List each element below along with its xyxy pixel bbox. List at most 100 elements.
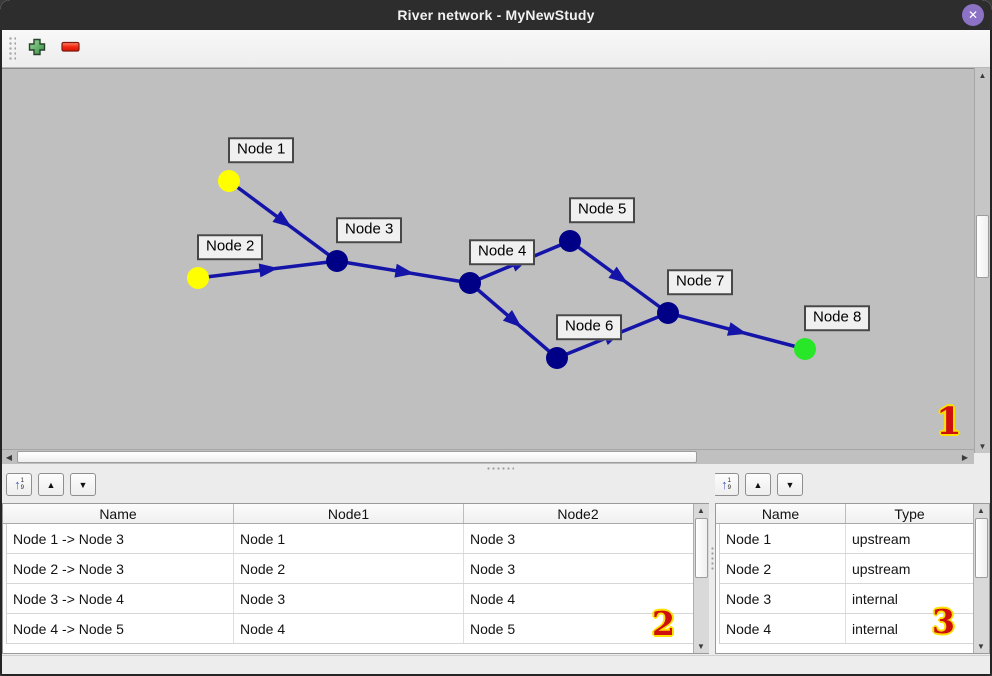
table-row[interactable]: Node 1 upstream: [716, 524, 989, 554]
river-network-svg: [187, 170, 816, 369]
arrow-down-icon: ▼: [697, 642, 705, 651]
remove-node-button[interactable]: [58, 36, 84, 62]
table-cell[interactable]: internal: [852, 590, 898, 607]
table-cell[interactable]: Node 2: [720, 554, 846, 583]
graph-node-node-8[interactable]: [794, 338, 816, 360]
window-border-left: [0, 30, 2, 676]
edge-arrow-icon: [502, 309, 522, 328]
edge-arrow-icon: [258, 263, 279, 278]
table-cell[interactable]: Node 2: [234, 554, 464, 583]
table-cell[interactable]: Node 1: [720, 524, 846, 553]
vertical-scroll-thumb[interactable]: [976, 215, 989, 278]
edge-arrow-icon: [509, 257, 531, 272]
graph-node-node-1[interactable]: [218, 170, 240, 192]
arrow-down-icon: ▼: [78, 479, 88, 490]
scroll-down-button[interactable]: ▼: [974, 640, 988, 653]
table-cell[interactable]: internal: [852, 620, 898, 637]
close-icon: ✕: [967, 8, 979, 22]
table-cell[interactable]: Node 2 -> Node 3: [7, 554, 234, 583]
scroll-up-button[interactable]: ▲: [694, 504, 708, 517]
arrow-up-icon: ▲: [697, 506, 705, 515]
graph-node-node-5[interactable]: [559, 230, 581, 252]
arrow-left-icon: ◀: [5, 452, 13, 462]
table-cell[interactable]: Node 3: [720, 584, 846, 613]
link-table-scrollbar[interactable]: ▲ ▼: [693, 504, 709, 653]
scroll-right-button[interactable]: ▶: [958, 450, 972, 464]
table-cell[interactable]: Node 1 -> Node 3: [7, 524, 234, 553]
vertical-scroll-thumb[interactable]: [975, 518, 988, 578]
arrow-up-icon: ▲: [977, 506, 985, 515]
edge-arrow-icon: [608, 266, 628, 284]
column-header[interactable]: Name: [3, 504, 234, 523]
scroll-up-button[interactable]: ▲: [975, 68, 990, 82]
table-cell[interactable]: Node 3: [470, 530, 516, 547]
graph-node-node-6[interactable]: [546, 347, 568, 369]
graph-node-node-4[interactable]: [459, 272, 481, 294]
graph-node-node-7[interactable]: [657, 302, 679, 324]
table-cell[interactable]: Node 3: [470, 560, 516, 577]
table-cell[interactable]: upstream: [852, 530, 911, 547]
vertical-splitter[interactable]: [709, 472, 715, 654]
scroll-down-button[interactable]: ▼: [975, 439, 990, 453]
table-cell[interactable]: Node 1: [234, 524, 464, 553]
edge-arrow-icon: [726, 322, 748, 336]
column-header[interactable]: Node2: [557, 505, 599, 522]
scroll-up-button[interactable]: ▲: [974, 504, 988, 517]
graph-node-node-2[interactable]: [187, 267, 209, 289]
horizontal-scroll-thumb[interactable]: [17, 451, 697, 463]
canvas-vertical-scrollbar[interactable]: ▲ ▼: [974, 68, 990, 453]
titlebar[interactable]: River network - MyNewStudy ✕: [0, 0, 992, 30]
move-node-up-button[interactable]: ▲: [745, 473, 771, 496]
table-cell[interactable]: Node 4: [720, 614, 846, 643]
scroll-left-button[interactable]: ◀: [2, 450, 16, 464]
arrow-up-icon: ▲: [753, 479, 763, 490]
toolbar-grip-handle[interactable]: [8, 35, 16, 62]
table-cell[interactable]: Node 4 -> Node 5: [7, 614, 234, 643]
arrow-right-icon: ▶: [961, 452, 969, 462]
table-row[interactable]: Node 2 upstream: [716, 554, 989, 584]
row-gutter: [716, 524, 720, 644]
table-row[interactable]: Node 3 internal: [716, 584, 989, 614]
table-row[interactable]: Node 4 internal: [716, 614, 989, 644]
table-cell[interactable]: Node 4: [470, 590, 516, 607]
column-header[interactable]: Node1: [234, 504, 464, 523]
edge-arrow-icon: [272, 210, 292, 228]
table-cell[interactable]: Node 4: [234, 614, 464, 643]
column-header[interactable]: Name: [716, 504, 846, 523]
move-node-down-button[interactable]: ▼: [777, 473, 803, 496]
column-header[interactable]: Type: [894, 505, 925, 522]
graph-node-node-3[interactable]: [326, 250, 348, 272]
window-title: River network - MyNewStudy: [397, 7, 595, 23]
add-node-button[interactable]: [24, 36, 50, 62]
vertical-scroll-thumb[interactable]: [695, 518, 708, 578]
move-link-down-button[interactable]: ▼: [70, 473, 96, 496]
table-cell[interactable]: Node 5: [470, 620, 516, 637]
table-cell[interactable]: Node 3 -> Node 4: [7, 584, 234, 613]
table-cell[interactable]: upstream: [852, 560, 911, 577]
edge-arrow-icon: [602, 331, 623, 345]
canvas-horizontal-scrollbar[interactable]: ◀ ▶: [2, 449, 974, 464]
scroll-down-button[interactable]: ▼: [694, 640, 708, 653]
close-button[interactable]: ✕: [962, 4, 984, 26]
horizontal-splitter[interactable]: [2, 464, 990, 472]
move-link-up-button[interactable]: ▲: [38, 473, 64, 496]
node-table-scrollbar[interactable]: ▲ ▼: [973, 504, 989, 653]
table-cell[interactable]: Node 3: [234, 584, 464, 613]
arrow-down-icon: ▼: [977, 642, 985, 651]
arrow-up-icon: ▲: [978, 70, 987, 80]
window-border-bottom: [0, 674, 992, 676]
